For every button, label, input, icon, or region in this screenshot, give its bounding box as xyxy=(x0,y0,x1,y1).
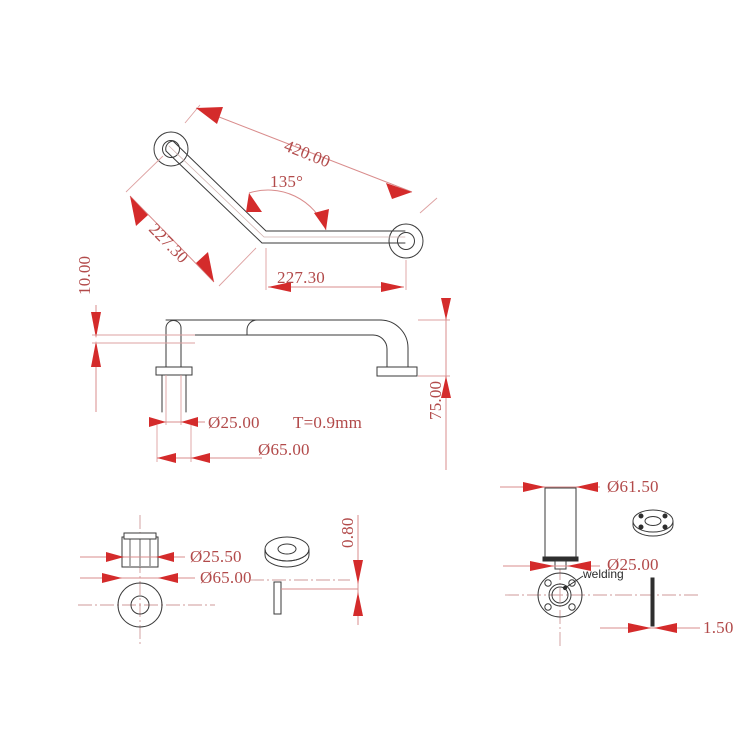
top-view-bar-centre-line xyxy=(168,145,406,238)
ext-420-end xyxy=(419,197,438,214)
weld-iso-washer-wall xyxy=(632,520,674,537)
weld-bead xyxy=(542,556,579,562)
weld-tube-stub xyxy=(554,560,567,570)
top-view-group: 420.00 227.30 135° 227.30 xyxy=(125,104,438,292)
washer-iso-side-wall xyxy=(264,548,310,568)
top-view-left-flange-circle xyxy=(153,131,189,167)
arrow-d6150-right xyxy=(576,482,598,492)
arrow-d6150-left xyxy=(523,482,545,492)
arrow-d65-right xyxy=(191,453,210,463)
side-view-group: 10.00 Ø25.00 T=0.9mm Ø65.00 75.00 xyxy=(75,256,451,470)
washer-iso-outer-bottom xyxy=(264,548,310,562)
weld-iso-hole-3 xyxy=(638,524,644,530)
arrow-420-right xyxy=(386,183,412,199)
weld-plate-bolt-hole-1 xyxy=(544,579,552,587)
arrow-080-top xyxy=(353,560,363,584)
flange-plan-outer-circle xyxy=(117,582,163,628)
arrow-75-top xyxy=(441,298,451,320)
dim-label-d25: Ø25.00 xyxy=(208,413,260,432)
dim-label-420: 420.00 xyxy=(282,136,334,171)
arrow-080-bottom xyxy=(353,592,363,616)
weld-plate-outer-circle xyxy=(537,572,583,618)
flange-plan-inner-circle xyxy=(130,595,150,615)
thin-plate-section xyxy=(650,577,655,627)
arrow-d65-left xyxy=(157,453,176,463)
weld-iso-hole-2 xyxy=(662,513,668,519)
dim-label-227-bottom: 227.30 xyxy=(277,268,325,287)
dim-label-d6150: Ø61.50 xyxy=(607,477,659,496)
weld-plate-bolt-hole-3 xyxy=(544,603,552,611)
dim-label-d25-weld: Ø25.00 xyxy=(607,555,659,574)
dim-label-10: 10.00 xyxy=(75,256,94,295)
dim-label-d65-flange: Ø65.00 xyxy=(200,568,252,587)
side-left-sleeve xyxy=(161,374,187,413)
welding-leader-line xyxy=(564,575,584,589)
arrow-angle-left xyxy=(246,193,262,212)
arrow-420-left xyxy=(196,107,223,124)
arrow-150-left xyxy=(628,623,651,633)
arrow-d25w-right xyxy=(567,561,591,571)
arrow-10-top xyxy=(91,312,101,338)
arrow-d25-right xyxy=(181,417,198,427)
weld-iso-hole-1 xyxy=(638,513,644,519)
arrow-d25-left xyxy=(149,417,166,427)
dim-line-227-left xyxy=(129,195,215,283)
top-view-right-flange-inner xyxy=(397,232,415,250)
dim-label-d65: Ø65.00 xyxy=(258,440,310,459)
weld-plate-bore-outer xyxy=(548,583,572,607)
annotation-welding: welding xyxy=(582,567,624,581)
arrow-d65f-right xyxy=(158,573,178,583)
dim-label-080: 0.80 xyxy=(338,517,357,548)
side-elbow-outer xyxy=(379,319,409,369)
dim-label-227-left: 227.30 xyxy=(145,219,192,267)
flange-detail-group: Ø25.50 Ø65.00 xyxy=(78,515,252,645)
weld-iso-washer-outer xyxy=(632,509,674,533)
arrow-d2550-left xyxy=(106,552,124,562)
arrow-150-right xyxy=(654,623,677,633)
weld-iso-washer-hole xyxy=(644,516,662,526)
washer-detail-group: 0.80 xyxy=(250,515,363,625)
dim-line-420 xyxy=(195,107,413,193)
weld-plate-bolt-hole-2 xyxy=(568,579,576,587)
arrow-227b-left xyxy=(268,282,291,292)
welding-leader-dot xyxy=(562,585,568,591)
dim-label-135-angle: 135° xyxy=(270,172,303,191)
arrow-d65f-left xyxy=(102,573,122,583)
welding-detail-group: Ø61.50 Ø25.00 welding 1.50 xyxy=(500,477,734,648)
weld-plate-bolt-hole-4 xyxy=(568,603,576,611)
dim-label-thickness: T=0.9mm xyxy=(293,413,362,432)
top-view-bar-upper-edge xyxy=(172,140,406,232)
side-left-base-plate xyxy=(155,366,193,376)
arrow-227b-right xyxy=(381,282,404,292)
top-view-bar-lower-edge xyxy=(165,150,406,244)
ext-227l-end xyxy=(218,247,257,287)
top-view-left-cap xyxy=(165,140,174,152)
arrow-d2550-right xyxy=(156,552,174,562)
ext-227l-start xyxy=(125,155,164,193)
flange-elevation-collar xyxy=(123,532,157,540)
weld-iso-hole-4 xyxy=(662,524,668,530)
side-right-base-plate xyxy=(376,366,418,377)
arrow-75-bottom xyxy=(441,376,451,398)
arrow-angle-right xyxy=(314,209,329,230)
top-view-left-flange-inner xyxy=(162,140,180,158)
washer-edge-section xyxy=(273,581,282,615)
top-view-right-flange-circle xyxy=(388,223,424,259)
dim-label-d2550: Ø25.50 xyxy=(190,547,242,566)
arrow-10-bottom xyxy=(91,341,101,367)
ext-420-start xyxy=(184,104,201,124)
washer-iso-hole-top xyxy=(277,543,297,555)
arrow-d25w-left xyxy=(530,561,554,571)
dim-label-150: 1.50 xyxy=(703,618,734,637)
arrow-227l-top xyxy=(130,196,148,226)
dim-label-75: 75.00 xyxy=(426,381,445,420)
arrow-227l-bottom xyxy=(196,252,214,282)
side-elbow-inner xyxy=(372,334,388,369)
side-post-cap xyxy=(165,320,182,329)
weld-plate-bore-inner xyxy=(551,586,569,604)
side-bar-break-mark xyxy=(246,319,258,336)
weld-tube-body xyxy=(544,487,577,559)
